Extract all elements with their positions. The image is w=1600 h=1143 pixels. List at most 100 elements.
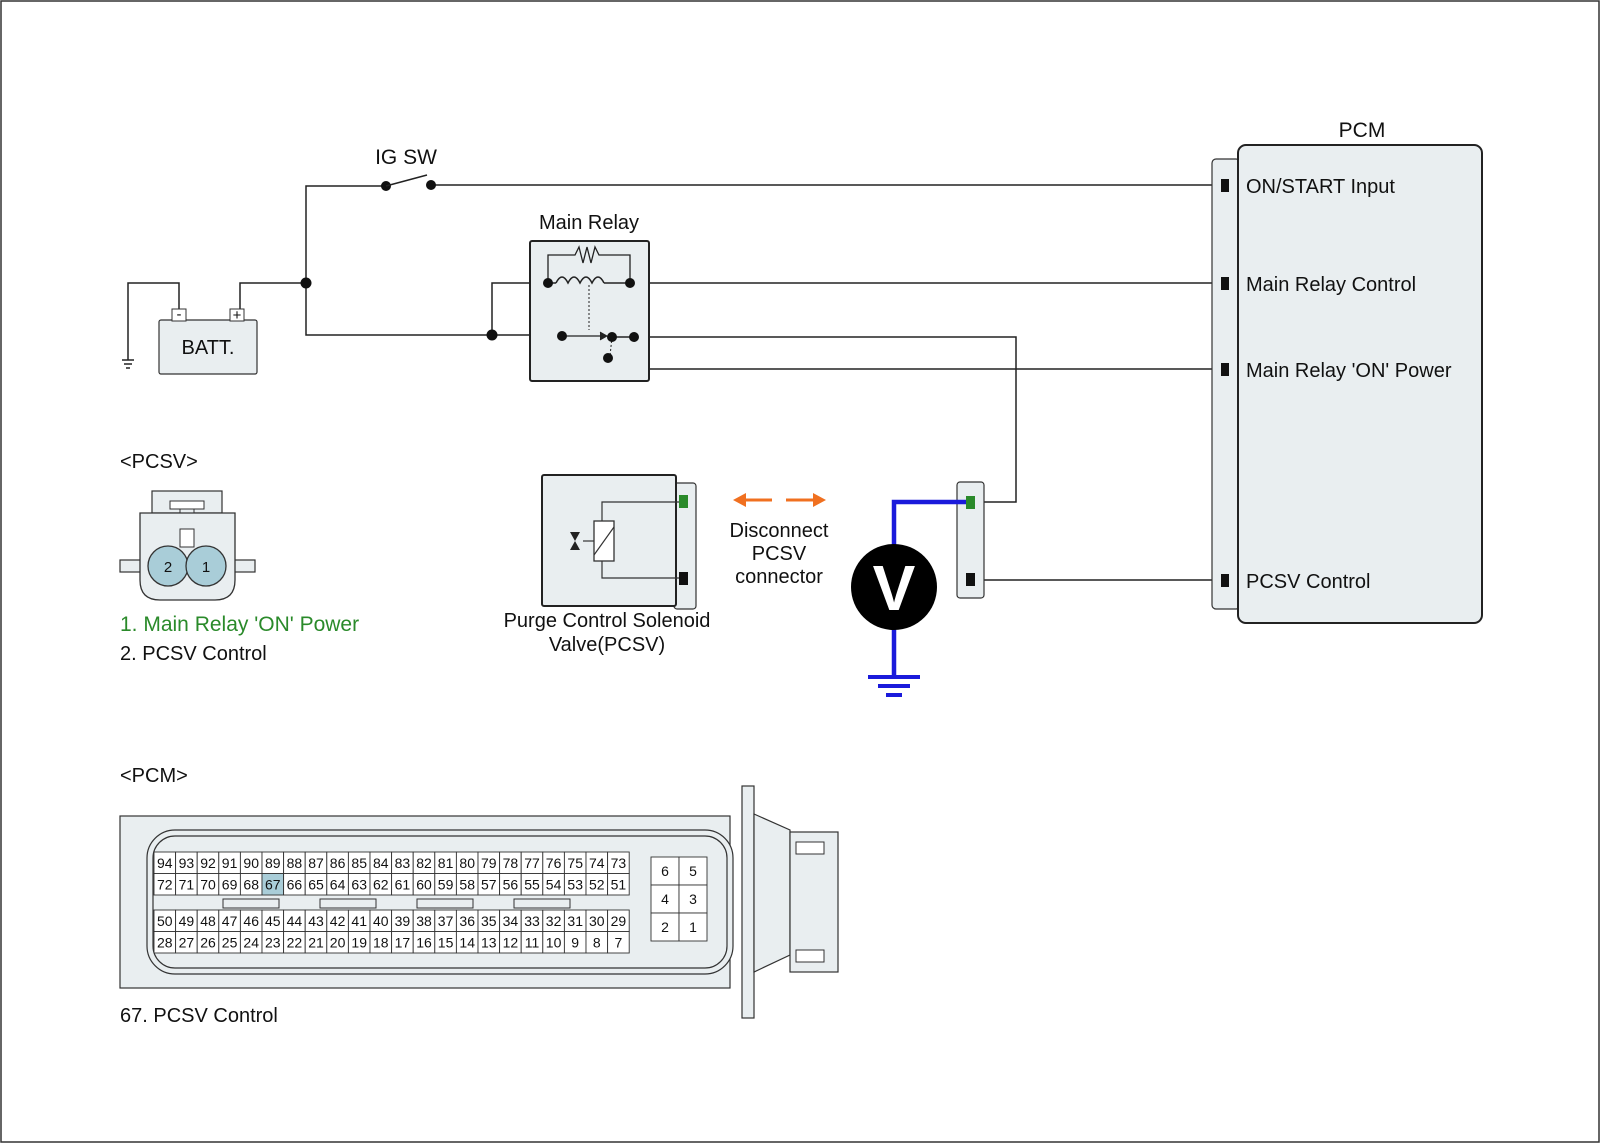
pcm-pin-10: 10 [542,931,565,954]
svg-text:76: 76 [546,855,562,871]
svg-text:26: 26 [200,935,216,951]
pcm-pin-62: 62 [369,873,393,896]
pcm-pin-24: 24 [239,931,263,954]
svg-text:46: 46 [243,913,259,929]
pcm-pin-64: 64 [326,873,349,896]
svg-text:67: 67 [265,877,281,893]
pcm-pin-70: 70 [196,873,220,896]
svg-text:3: 3 [689,891,697,907]
main-relay: Main Relay [529,212,650,382]
pcm-pin-77: 77 [520,851,544,874]
pcm-pin-91: 91 [218,851,241,874]
pcm-pin-32: 32 [542,909,565,932]
pcm-terminal-main-relay-control: Main Relay Control [1246,274,1416,296]
pcm-pin-26: 26 [196,931,220,954]
svg-text:37: 37 [438,913,454,929]
svg-text:45: 45 [265,913,281,929]
svg-text:31: 31 [567,913,583,929]
svg-text:35: 35 [481,913,497,929]
pcm-heading: <PCM> [120,765,188,787]
voltmeter-symbol: V [873,552,916,624]
svg-text:17: 17 [395,935,411,951]
pcm-pin-33: 33 [520,909,544,932]
ig-switch: IG SW [375,146,437,191]
pcm-pin-45: 45 [261,909,285,932]
pcm-pin-35: 35 [477,909,501,932]
pcm-pin-53: 53 [563,873,587,896]
svg-text:5: 5 [689,863,697,879]
pcm-pin-94: 94 [153,851,177,874]
pcm-pin-55: 55 [520,873,544,896]
svg-text:71: 71 [179,877,195,893]
pcsv-heading: <PCSV> [120,451,198,473]
pcsv-legend-2: 2. PCSV Control [120,643,267,665]
pcm-pin-69: 69 [218,873,241,896]
svg-text:94: 94 [157,855,173,871]
disconnect-note-line-3: connector [735,566,823,588]
svg-text:53: 53 [567,877,583,893]
svg-text:91: 91 [222,855,238,871]
svg-text:87: 87 [308,855,324,871]
pcm-pin-86: 86 [326,851,349,874]
svg-text:92: 92 [200,855,216,871]
svg-text:70: 70 [200,877,216,893]
svg-text:14: 14 [459,935,475,951]
pcm-pin-21: 21 [304,931,328,954]
pcm-small-pin-1: 1 [678,912,708,942]
svg-text:4: 4 [661,891,669,907]
svg-text:51: 51 [611,877,627,893]
svg-text:56: 56 [503,877,519,893]
svg-text:32: 32 [546,913,562,929]
svg-text:40: 40 [373,913,389,929]
svg-text:6: 6 [661,863,669,879]
svg-text:16: 16 [416,935,432,951]
pcm-pin-28: 28 [153,931,177,954]
pcsv-pin-green [679,495,688,508]
pcm-pin-65: 65 [304,873,328,896]
disconnect-note-line-2: PCSV [752,543,807,565]
pcm-pin-57: 57 [477,873,501,896]
pcm-pin-59: 59 [434,873,457,896]
voltmeter: V [851,499,966,697]
svg-text:2: 2 [661,919,669,935]
pcm-pin-80: 80 [455,851,479,874]
svg-text:88: 88 [287,855,303,871]
pcm-pin-12: 12 [499,931,522,954]
pcm-pin-79: 79 [477,851,501,874]
svg-text:85: 85 [351,855,367,871]
pcm-pin-72: 72 [153,873,177,896]
svg-text:28: 28 [157,935,173,951]
svg-text:38: 38 [416,913,432,929]
svg-text:18: 18 [373,935,389,951]
wire-batt-igsw [305,185,386,281]
svg-text:13: 13 [481,935,497,951]
pcm-pin-50: 50 [153,909,177,932]
pcm-pin-13: 13 [477,931,501,954]
pcm-pin-41: 41 [347,909,371,932]
pcsv-valve-label-2: Valve(PCSV) [549,634,665,656]
svg-text:21: 21 [308,935,324,951]
svg-text:15: 15 [438,935,454,951]
pcm-pin-8: 8 [585,931,609,954]
pcm-pin-44: 44 [283,909,306,932]
pcsv-pin-2: 2 [164,559,172,576]
pcm-pin-40: 40 [369,909,393,932]
svg-text:89: 89 [265,855,281,871]
pcm-pin-38: 38 [412,909,436,932]
pcm-pin-11: 11 [520,931,544,954]
svg-text:7: 7 [615,935,623,951]
pcm-pin-66: 66 [283,873,306,896]
pcm-small-pin-4: 4 [650,884,680,914]
ig-switch-label: IG SW [375,146,437,169]
pcm-pin-39: 39 [391,909,414,932]
pcm-pin-63: 63 [347,873,371,896]
svg-text:60: 60 [416,877,432,893]
svg-text:78: 78 [503,855,519,871]
svg-text:57: 57 [481,877,497,893]
pcm-pin-88: 88 [283,851,306,874]
pcm-pin-81: 81 [434,851,457,874]
pcm-block: PCM ON/START Input Main Relay Control Ma… [1211,119,1483,624]
svg-text:22: 22 [287,935,303,951]
pcm-pin-30: 30 [585,909,609,932]
